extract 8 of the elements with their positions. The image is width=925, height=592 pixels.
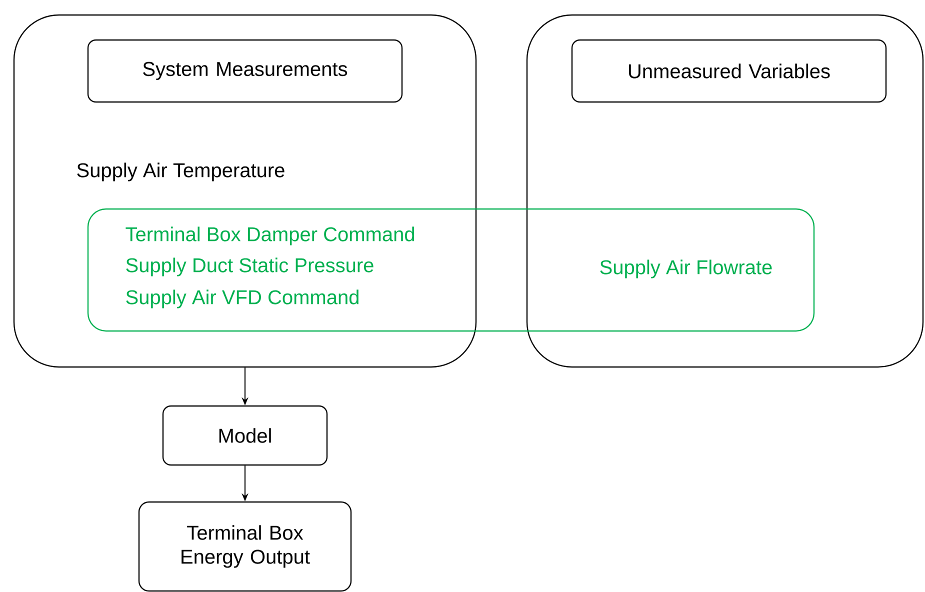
group-box <box>13 14 477 368</box>
heading-box: System Measurements <box>87 39 403 103</box>
text-label: Supply Air Temperature <box>77 162 284 182</box>
highlight-box: Terminal Box Damper Command Supply Duct Static Pressure Supply Air VFD Command Supply Air Flowrate <box>87 208 815 332</box>
group-box <box>526 14 924 368</box>
process-box: Model <box>162 405 328 466</box>
output-box: Terminal Box Energy Output <box>138 501 352 592</box>
heading-box: Unmeasured Variables <box>571 39 887 103</box>
